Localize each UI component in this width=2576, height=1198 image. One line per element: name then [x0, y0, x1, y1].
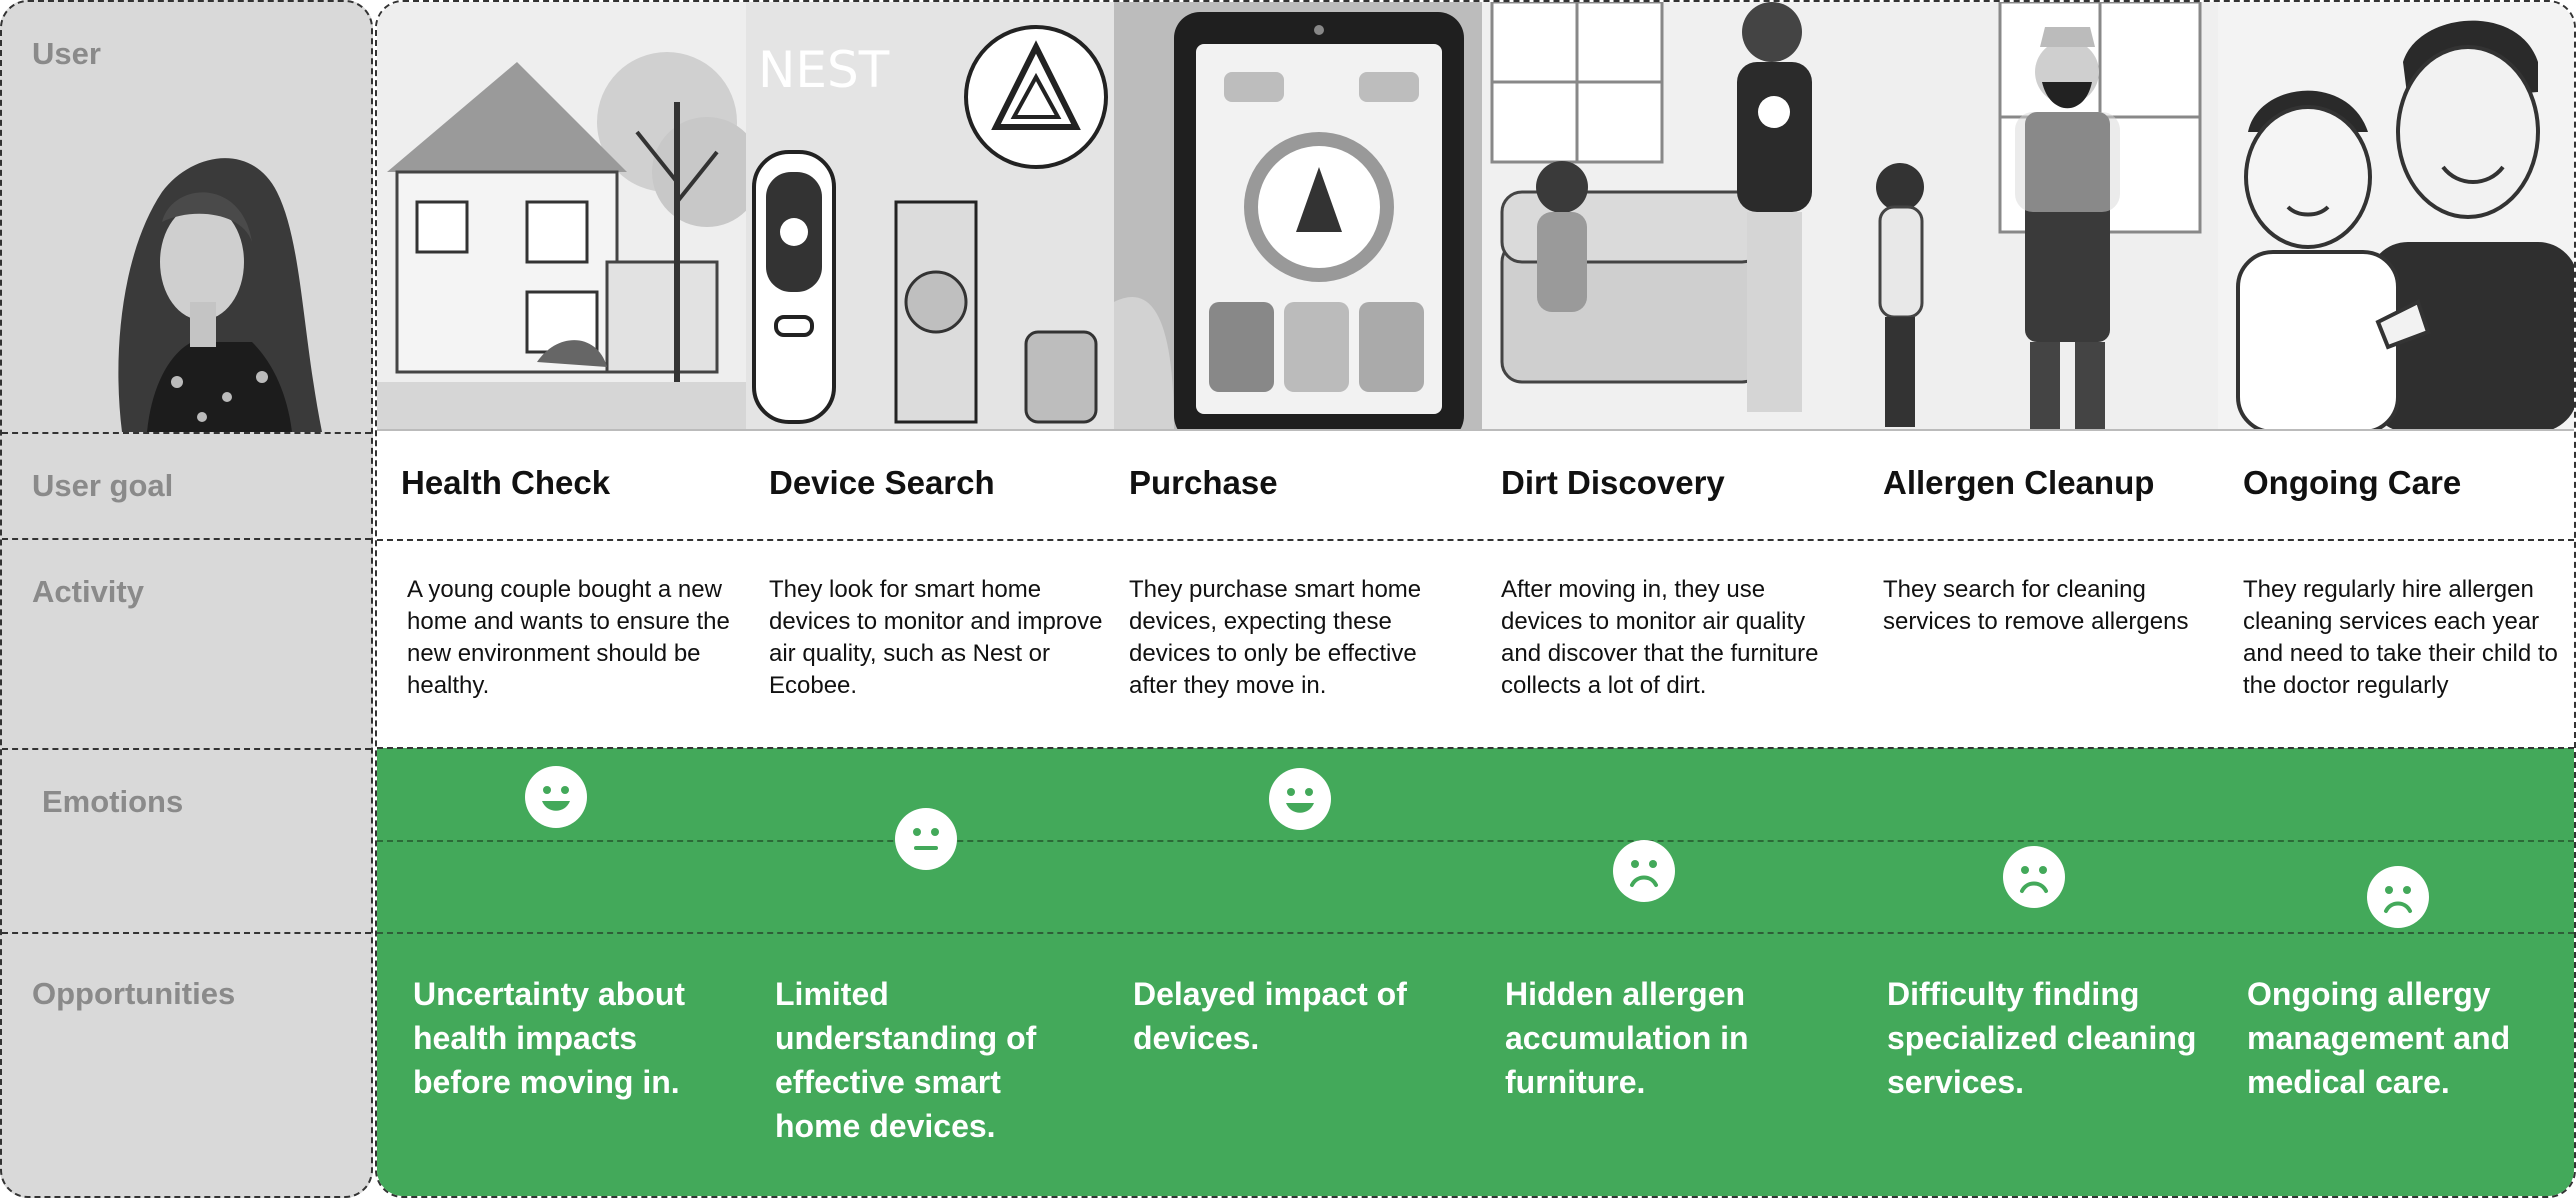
cleaner-illustration — [1850, 2, 2218, 430]
label-activity: Activity — [32, 574, 144, 609]
row-labels-column: User User goal Activity Emotions Opportu… — [0, 0, 373, 1198]
row-activity: Activity — [2, 540, 371, 750]
opportunity-device-search: Limited understanding of effective smart… — [775, 976, 1037, 1144]
row-user-goal: User goal — [2, 434, 371, 540]
activity-dirt-discovery: After moving in, they use devices to mon… — [1501, 576, 1819, 699]
activity-purchase: They purchase smart home devices, expect… — [1129, 576, 1422, 699]
opportunity-dirt-discovery: Hidden allergen accumulation in furnitur… — [1505, 976, 1749, 1100]
emotions-opportunities-divider — [377, 932, 2574, 934]
activity-ongoing-care: They regularly hire allergen cleaning se… — [2243, 576, 2558, 699]
label-emotions: Emotions — [42, 784, 184, 819]
goal-dirt-discovery: Dirt Discovery — [1501, 464, 1725, 501]
activity-device-search: They look for smart home devices to moni… — [769, 576, 1103, 699]
opportunity-health-check: Uncertainty about health impacts before … — [413, 976, 686, 1100]
opportunity-allergen-cleanup: Difficulty finding specialized cleaning … — [1887, 976, 2197, 1100]
nest-logo-text: NEST — [758, 41, 890, 99]
goal-row-divider — [377, 539, 2574, 541]
activity-health-check: A young couple bought a new home and wan… — [407, 576, 730, 699]
sad-face-icon — [1613, 840, 1675, 902]
opportunity-purchase: Delayed impact of devices. — [1133, 976, 1407, 1056]
label-opportunities: Opportunities — [32, 976, 236, 1011]
sad-face-icon — [2003, 846, 2065, 908]
goal-device-search: Device Search — [769, 464, 995, 501]
house-illustration — [377, 2, 746, 430]
label-user-goal: User goal — [32, 468, 174, 503]
image-row-bottom-edge — [377, 429, 2574, 431]
goal-health-check: Health Check — [401, 464, 611, 501]
nest-device-illustration: NEST — [746, 2, 1114, 430]
label-user: User — [32, 36, 101, 71]
user-photo — [52, 132, 342, 432]
happy-face-icon — [1269, 768, 1331, 830]
parent-child-illustration — [2218, 2, 2574, 430]
row-user: User — [2, 2, 371, 434]
neutral-face-icon — [895, 808, 957, 870]
row-opportunities: Opportunities — [2, 934, 371, 1196]
activity-row-divider — [377, 747, 2574, 749]
activity-allergen-cleanup: They search for cleaning services to rem… — [1883, 576, 2189, 635]
emotion-midline — [377, 840, 2574, 842]
goal-ongoing-care: Ongoing Care — [2243, 464, 2462, 501]
journey-map-board: NEST — [375, 0, 2576, 1198]
couple-on-sofa-illustration — [1482, 2, 1850, 430]
emotions-opportunities-band — [377, 748, 2574, 1196]
goal-allergen-cleanup: Allergen Cleanup — [1883, 464, 2155, 501]
row-emotions: Emotions — [2, 750, 371, 934]
sad-face-icon — [2367, 866, 2429, 928]
happy-face-icon — [525, 766, 587, 828]
tablet-app-illustration — [1114, 2, 1482, 430]
opportunity-ongoing-care: Ongoing allergy management and medical c… — [2247, 976, 2511, 1100]
goal-purchase: Purchase — [1129, 464, 1278, 501]
